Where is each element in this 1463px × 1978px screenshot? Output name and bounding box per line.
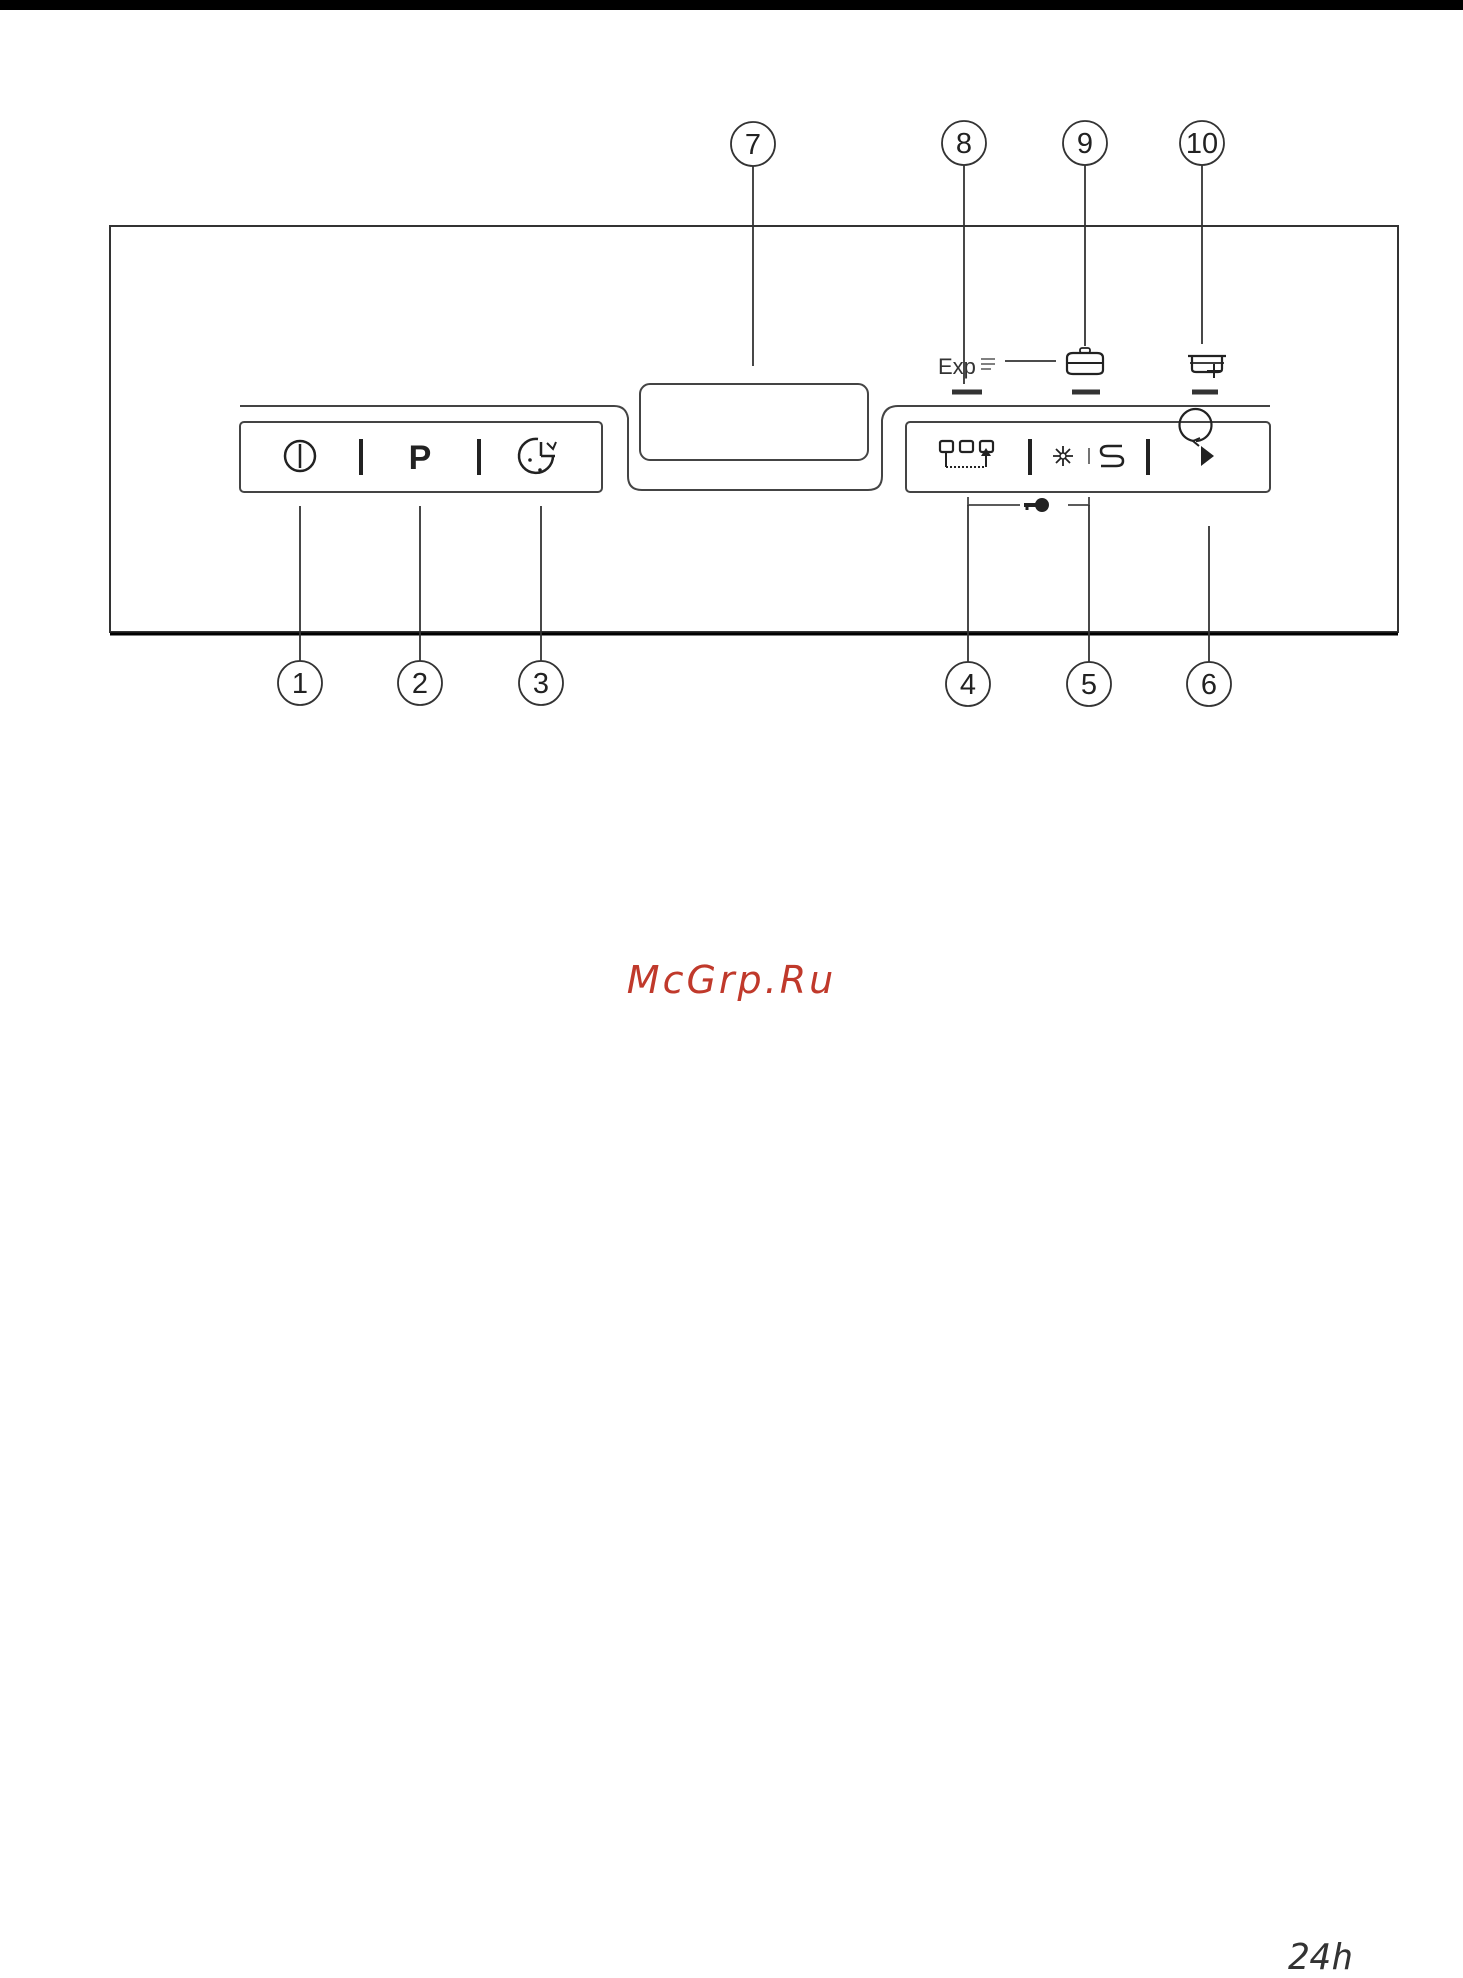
display-window [640,384,868,460]
upper-basket-indicator [1188,356,1226,392]
program-button[interactable]: P [409,439,432,477]
child-lock-key-icon [1024,498,1049,512]
right-button-group [906,422,1270,492]
svg-text:1: 1 [292,668,308,700]
watermark: McGrp.Ru [0,958,1463,1002]
callout-3: 3 [519,661,563,705]
callout-1: 1 [278,661,322,705]
callout-2: 2 [398,661,442,705]
callout-10: 10 [1180,121,1224,165]
rinse-aid-icon [1053,446,1073,466]
express-label: Exp [938,354,976,379]
svg-text:9: 9 [1077,128,1093,160]
page-number: 24h [1288,1940,1358,1976]
express-icon [981,359,995,369]
extra-dry-icon [1067,348,1103,374]
svg-text:7: 7 [745,129,761,161]
callout-4: 4 [946,662,990,706]
svg-text:10: 10 [1186,128,1218,160]
callout-6: 6 [1187,662,1231,706]
svg-text:6: 6 [1201,669,1217,701]
callout-8: 8 [942,121,986,165]
svg-text:5: 5 [1081,669,1097,701]
callout-7: 7 [731,122,775,166]
svg-text:4: 4 [960,669,976,701]
callout-9: 9 [1063,121,1107,165]
svg-text:2: 2 [412,668,428,700]
svg-text:3: 3 [533,668,549,700]
extra-dry-indicator [1067,348,1103,392]
express-indicator: Exp [938,354,995,392]
control-panel-diagram: P [0,0,1463,760]
svg-text:8: 8 [956,128,972,160]
callout-5: 5 [1067,662,1111,706]
program-label: P [409,439,432,477]
upper-basket-icon [1188,356,1226,378]
